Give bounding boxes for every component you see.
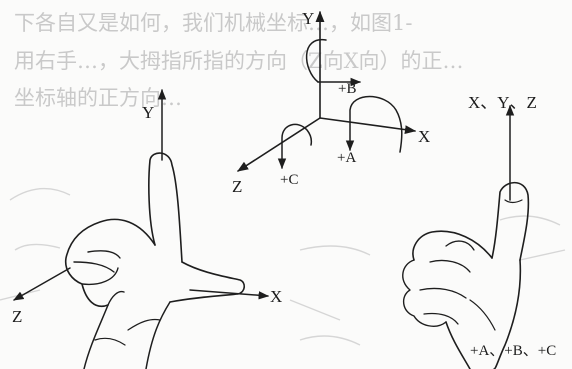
background-bleed-text: 下各自又是如何，我们机械坐标…，如图1- 用右手…，大拇指所指的方向（Z向X向）… [14,11,464,110]
left-hand-label-y: Y [142,103,154,122]
a-rotation-arc [350,97,402,153]
faint-background-sketch [0,189,565,345]
right-hand-rotations-label: +A、+B、+C [470,343,556,359]
left-hand-label-z: Z [12,307,22,326]
label-plus-c: +C [280,172,298,188]
left-hand-z-arrow [14,268,70,300]
axes-diagram: Y X Z +B +A +C [232,9,430,196]
bleed-line-1: 下各自又是如何，我们机械坐标…，如图1- [14,11,412,35]
left-hand-illustration: Y X Z [12,90,282,369]
c-rotation-arc [282,124,311,168]
label-x-axis: X [418,127,430,146]
right-hand-axes-label: X、Y、Z [468,93,537,112]
bleed-line-2: 用右手…，大拇指所指的方向（Z向X向）的正… [14,49,464,73]
label-z-axis: Z [232,177,242,196]
left-hand-label-x: X [270,287,282,306]
label-plus-a: +A [337,150,356,166]
label-plus-b: +B [338,81,356,97]
label-y-axis: Y [302,9,314,28]
bleed-line-3: 坐标轴的正方向… [14,86,182,110]
z-axis-arrow [238,118,320,171]
